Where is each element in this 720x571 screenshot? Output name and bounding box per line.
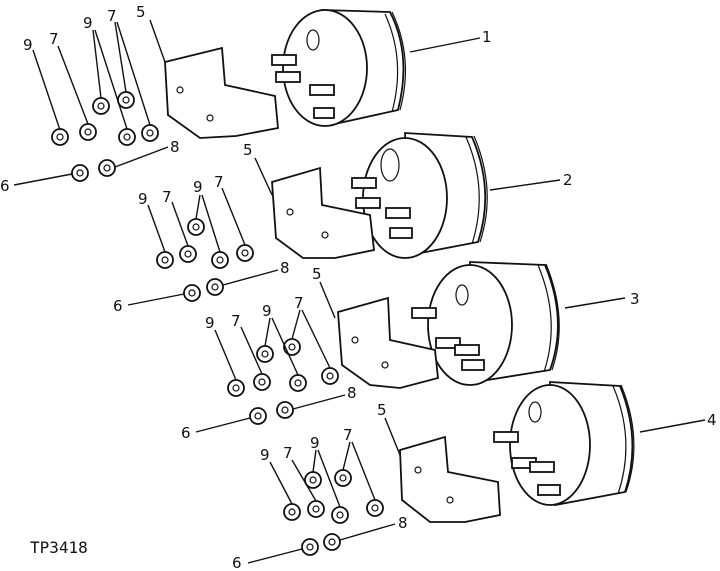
callout-1: 1 bbox=[482, 28, 492, 46]
callout-7-d1: 7 bbox=[283, 444, 293, 462]
callout-7-b2: 7 bbox=[214, 173, 224, 191]
callout-5-a: 5 bbox=[136, 3, 146, 21]
bracket-2 bbox=[271, 166, 375, 259]
callout-4: 4 bbox=[707, 411, 717, 429]
callout-3: 3 bbox=[630, 290, 640, 308]
callout-8-b: 8 bbox=[280, 259, 290, 277]
callout-7-d2: 7 bbox=[343, 426, 353, 444]
bracket-4 bbox=[399, 435, 501, 523]
gauge-3 bbox=[411, 261, 560, 386]
bracket-3 bbox=[337, 296, 439, 389]
gauge-1 bbox=[271, 9, 407, 127]
fastener-set-3 bbox=[227, 338, 339, 425]
callout-5-b: 5 bbox=[243, 141, 253, 159]
callout-9-b2: 9 bbox=[193, 178, 203, 196]
gauge-4 bbox=[493, 381, 635, 507]
fastener-set-4 bbox=[283, 469, 384, 556]
callout-7-c2: 7 bbox=[294, 294, 304, 312]
callout-9-b1: 9 bbox=[138, 190, 148, 208]
callout-2: 2 bbox=[563, 171, 573, 189]
figure-code: TP3418 bbox=[30, 538, 88, 557]
callout-6-b: 6 bbox=[113, 297, 123, 315]
callout-9-a1: 9 bbox=[23, 36, 33, 54]
callout-9-d2: 9 bbox=[310, 434, 320, 452]
callout-9-c1: 9 bbox=[205, 314, 215, 332]
callout-6-a: 6 bbox=[0, 177, 10, 195]
callout-5-c: 5 bbox=[312, 265, 322, 283]
callout-labels: 1 2 3 4 5 5 5 5 9 7 9 7 6 8 9 7 9 7 6 8 … bbox=[0, 3, 717, 571]
callout-9-a2: 9 bbox=[83, 14, 93, 32]
callout-7-a1: 7 bbox=[49, 30, 59, 48]
callout-7-a2: 7 bbox=[107, 7, 117, 25]
callout-6-d: 6 bbox=[232, 554, 242, 571]
callout-9-c2: 9 bbox=[262, 302, 272, 320]
callout-8-d: 8 bbox=[398, 514, 408, 532]
callout-5-d: 5 bbox=[377, 401, 387, 419]
fastener-set-1 bbox=[51, 91, 159, 182]
leader-lines bbox=[13, 19, 706, 564]
callout-9-d1: 9 bbox=[260, 446, 270, 464]
callout-6-c: 6 bbox=[181, 424, 191, 442]
gauge-2 bbox=[351, 132, 488, 259]
bracket-1 bbox=[164, 46, 279, 139]
fastener-set-2 bbox=[156, 218, 254, 302]
callout-8-a: 8 bbox=[170, 138, 180, 156]
callout-7-b1: 7 bbox=[162, 188, 172, 206]
callout-7-c1: 7 bbox=[231, 312, 241, 330]
callout-8-c: 8 bbox=[347, 384, 357, 402]
